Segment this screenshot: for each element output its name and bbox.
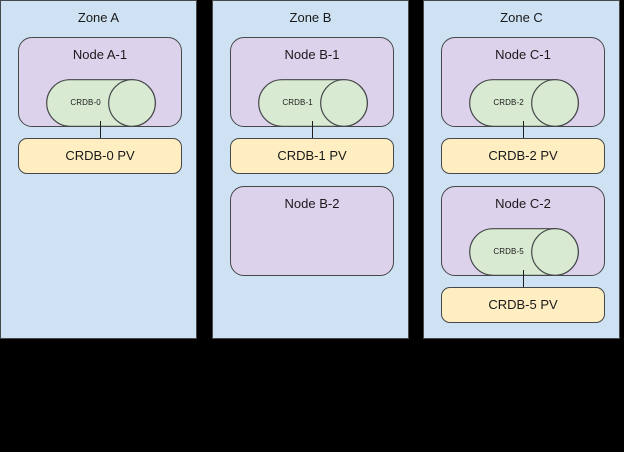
- pv-label-crdb-0-pv: CRDB-0 PV: [65, 148, 135, 163]
- pv-box-crdb-0-pv[interactable]: CRDB-0 PV: [18, 138, 182, 174]
- node-title-c-2: Node C-2: [495, 196, 551, 211]
- pv-label-crdb-5-pv: CRDB-5 PV: [488, 297, 558, 312]
- zone-title-c: Zone C: [500, 10, 543, 25]
- node-title-b-2: Node B-2: [284, 196, 340, 211]
- zone-title-a: Zone A: [77, 10, 120, 25]
- node-title-c-1: Node C-1: [495, 47, 551, 62]
- node-container-b-1[interactable]: Node B-1 CRDB-1: [230, 37, 394, 127]
- cylinder-label-crdb-5: CRDB-5: [493, 247, 524, 256]
- node-title-a-1: Node A-1: [72, 47, 128, 62]
- zone-title-b: Zone B: [289, 10, 332, 25]
- database-cylinder-icon: CRDB-0: [46, 79, 156, 127]
- zone-container-a[interactable]: Zone A Node A-1 CRDB-0 CRDB-0 PV: [0, 0, 197, 339]
- pv-box-crdb-1-pv[interactable]: CRDB-1 PV: [230, 138, 394, 174]
- zone-container-c[interactable]: Zone C Node C-1 CRDB-2 CRDB-2 PV Node C-…: [423, 0, 620, 339]
- database-cylinder-icon: CRDB-1: [258, 79, 368, 127]
- node-container-c-1[interactable]: Node C-1 CRDB-2: [441, 37, 605, 127]
- pv-label-crdb-1-pv: CRDB-1 PV: [277, 148, 347, 163]
- pv-label-crdb-2-pv: CRDB-2 PV: [488, 148, 558, 163]
- cylinder-label-crdb-1: CRDB-1: [282, 98, 313, 107]
- connector-b-1: [312, 121, 313, 142]
- node-container-b-2[interactable]: Node B-2: [230, 186, 394, 276]
- node-container-c-2[interactable]: Node C-2 CRDB-5: [441, 186, 605, 276]
- connector-c-2: [523, 270, 524, 291]
- database-cylinder-icon: CRDB-2: [469, 79, 579, 127]
- node-title-b-1: Node B-1: [284, 47, 340, 62]
- database-cylinder-icon: CRDB-5: [469, 228, 579, 276]
- node-container-a-1[interactable]: Node A-1 CRDB-0: [18, 37, 182, 127]
- pv-box-crdb-5-pv[interactable]: CRDB-5 PV: [441, 287, 605, 323]
- connector-a-1: [100, 121, 101, 142]
- cylinder-label-crdb-2: CRDB-2: [493, 98, 524, 107]
- connector-c-1: [523, 121, 524, 142]
- zone-container-b[interactable]: Zone B Node B-1 CRDB-1 CRDB-1 PV Node B-…: [212, 0, 409, 339]
- pv-box-crdb-2-pv[interactable]: CRDB-2 PV: [441, 138, 605, 174]
- cylinder-label-crdb-0: CRDB-0: [70, 98, 101, 107]
